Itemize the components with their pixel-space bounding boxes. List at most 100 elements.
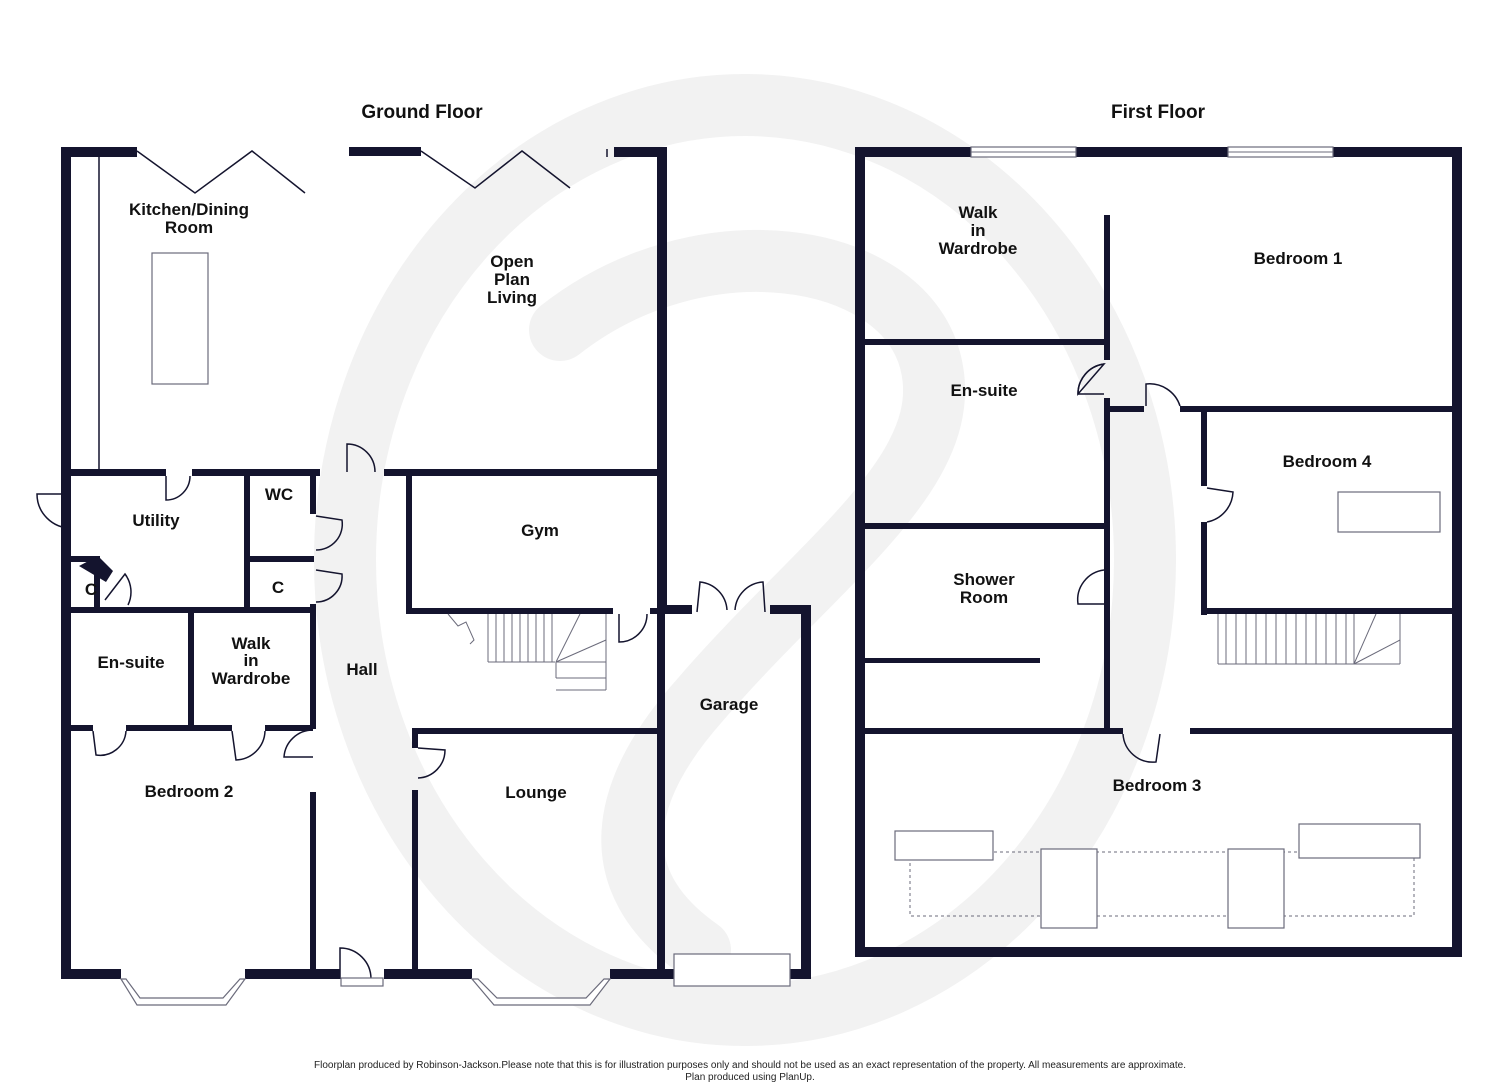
wall xyxy=(855,147,865,957)
wall xyxy=(406,476,412,614)
wall xyxy=(1452,147,1462,957)
wall xyxy=(650,608,659,614)
kitchen-island xyxy=(151,252,209,385)
wall xyxy=(1201,608,1462,614)
door-swing xyxy=(315,569,343,603)
room-label-walkin: Walk xyxy=(958,203,998,222)
room-label-hall: Hall xyxy=(346,660,377,679)
room-label-bedroom-4: Bedroom 4 xyxy=(1283,452,1372,471)
wall xyxy=(94,556,100,610)
wall xyxy=(1201,406,1207,486)
door-swing xyxy=(231,730,266,761)
door-swing xyxy=(346,443,376,473)
wall xyxy=(770,605,811,614)
staircase xyxy=(447,613,607,691)
door-swing xyxy=(618,613,648,643)
wall xyxy=(310,476,316,514)
wall xyxy=(406,608,613,614)
room-label-gym: Gym xyxy=(521,521,559,540)
velux-window xyxy=(894,830,994,861)
wall xyxy=(657,605,692,614)
room-label-open-plan: Open xyxy=(490,252,533,271)
room-label-walkin: in xyxy=(970,221,985,240)
door-swing xyxy=(36,493,72,529)
front-door-swing xyxy=(339,947,372,980)
wall xyxy=(855,728,1123,734)
velux-window xyxy=(1298,823,1421,859)
wall xyxy=(245,969,340,979)
door-swing xyxy=(283,729,314,758)
wall xyxy=(192,469,320,476)
wall xyxy=(310,604,316,729)
wall xyxy=(126,725,232,731)
wall xyxy=(412,728,659,734)
ground-floor-title: Ground Floor xyxy=(361,102,483,123)
room-label-kitchen: Kitchen/Dining xyxy=(129,200,249,219)
room-label-walkin: Wardrobe xyxy=(939,239,1018,258)
wall xyxy=(244,476,250,610)
wall xyxy=(865,523,1110,529)
wall xyxy=(71,725,93,731)
door-swing xyxy=(1145,383,1181,407)
wall xyxy=(61,147,71,979)
room-label-walkin: in xyxy=(243,651,258,670)
wall xyxy=(384,469,659,476)
room-label-open-plan: Plan xyxy=(494,270,530,289)
garage-door xyxy=(673,953,791,987)
wall xyxy=(265,725,313,731)
footer-credit: Plan produced using PlanUp. xyxy=(685,1072,815,1083)
wall xyxy=(1076,147,1228,157)
velux-window xyxy=(1040,848,1098,929)
wall xyxy=(412,728,418,748)
bay-window xyxy=(119,978,247,1006)
boiler xyxy=(79,556,113,582)
room-label-bedroom-1: Bedroom 1 xyxy=(1254,249,1343,268)
room-label-lounge: Lounge xyxy=(505,783,566,802)
door-swing xyxy=(1122,733,1161,763)
room-label-shower-room: Room xyxy=(960,588,1008,607)
bifold-door xyxy=(420,150,571,189)
first-floor-title: First Floor xyxy=(1111,102,1206,123)
ground-floor-plan: Ground Floor Kitchen/Dining Room Open Pl… xyxy=(36,102,811,1006)
room-label-shower-room: Shower xyxy=(953,570,1015,589)
wall xyxy=(614,147,667,157)
door-swing xyxy=(315,515,344,551)
wall xyxy=(244,556,314,562)
wall xyxy=(71,607,314,613)
door-swing xyxy=(1206,487,1234,523)
door-swing xyxy=(417,747,446,779)
eaves-outline xyxy=(909,851,1415,917)
room-label-bedroom-2: Bedroom 2 xyxy=(145,782,234,801)
door-step xyxy=(340,977,384,987)
wall xyxy=(865,658,1040,663)
garage-door-swing xyxy=(696,581,728,613)
door-swing xyxy=(92,730,127,757)
room-label-ensuite: En-suite xyxy=(97,653,164,672)
wall xyxy=(789,969,811,979)
room-label-walkin: Walk xyxy=(231,634,271,653)
wall xyxy=(1104,406,1144,412)
door-swing xyxy=(1076,569,1105,605)
first-floor-plan: First Floor Walk in Wardrobe Bedroom 1 E… xyxy=(855,102,1462,957)
room-label-garage: Garage xyxy=(700,695,759,714)
wall xyxy=(71,556,96,562)
wall xyxy=(412,790,418,979)
velux-window xyxy=(1227,848,1285,929)
watermark-logo xyxy=(314,74,1176,1046)
wall xyxy=(1333,147,1462,157)
wall xyxy=(188,613,194,729)
wall xyxy=(1104,398,1110,733)
wall xyxy=(61,969,121,979)
bed-outline xyxy=(1337,491,1441,533)
wall xyxy=(855,147,971,157)
room-label-utility: Utility xyxy=(132,511,180,530)
garage-door-swing xyxy=(734,581,766,613)
door-swing xyxy=(104,572,132,606)
wall xyxy=(384,969,472,979)
room-label-open-plan: Living xyxy=(487,288,537,307)
room-label-kitchen: Room xyxy=(165,218,213,237)
wall xyxy=(1190,728,1462,734)
wall xyxy=(657,605,665,979)
wall xyxy=(61,147,137,157)
